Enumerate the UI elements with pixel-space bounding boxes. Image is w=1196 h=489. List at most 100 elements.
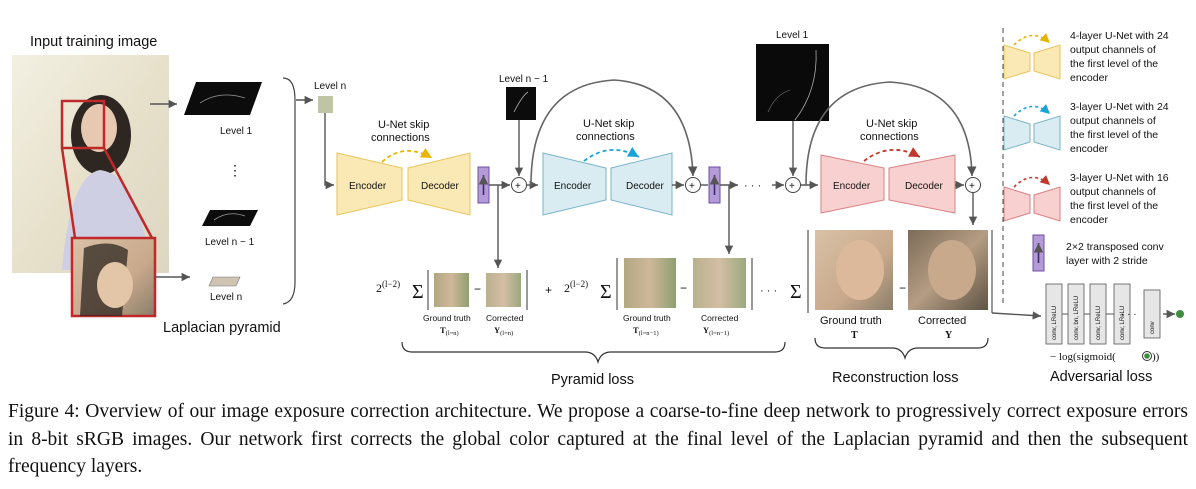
legend-text-line: output channels of bbox=[1070, 44, 1156, 56]
stage1-skip-label-1: U-Net skip bbox=[378, 119, 429, 131]
input-photo-face bbox=[81, 104, 117, 152]
pyramid-Y1: Y(l=n) bbox=[494, 325, 513, 337]
pyramid-level-n-1-image bbox=[202, 210, 258, 226]
legend-decoder-shape bbox=[1033, 186, 1061, 222]
discriminator: conv, LReLU conv, bn, LReLU conv, LReLU con… bbox=[1045, 283, 1161, 345]
legend-skip-arrow bbox=[1013, 104, 1051, 117]
legend-skip-arrow bbox=[1013, 175, 1051, 188]
recon-loss-label: Reconstruction loss bbox=[832, 370, 959, 386]
legend-text-line: the first level of the bbox=[1070, 200, 1158, 212]
stage2-decoder-label: Decoder bbox=[626, 181, 664, 192]
disc-block-label: conv, LReLU bbox=[1120, 306, 1126, 340]
recon-sum: Σ bbox=[790, 281, 802, 303]
plus-node-1-label: + bbox=[515, 181, 521, 192]
pyramid-level-n-1-label: Level n − 1 bbox=[205, 237, 255, 248]
legend-decoder-shape bbox=[1033, 44, 1061, 80]
disc-block-3: conv, LReLU bbox=[1089, 283, 1114, 345]
adv-formula: − log(sigmoid( bbox=[1050, 351, 1116, 363]
pyramid-dots: ⋮ bbox=[228, 162, 242, 178]
pyramid-level1-image bbox=[184, 82, 262, 115]
disc-block-label: conv bbox=[1150, 321, 1156, 334]
disc-block-rect bbox=[1143, 289, 1161, 339]
legend-item-2: 3-layer U-Net with 24 output channels of t… bbox=[1003, 101, 1169, 155]
pyramid-dots: · · · bbox=[760, 285, 777, 297]
stage3-decoder bbox=[888, 154, 956, 214]
stage1-encoder bbox=[336, 152, 403, 216]
legend-encoder-shape bbox=[1003, 44, 1031, 80]
stage1-encoder-label: Encoder bbox=[349, 181, 387, 192]
plus-node-4 bbox=[965, 177, 981, 193]
stage2-input-edges bbox=[513, 91, 529, 113]
disc-input-arrow bbox=[991, 311, 1042, 320]
stage3-decoder-label: Decoder bbox=[905, 181, 943, 192]
legend-text-line: the first level of the bbox=[1070, 129, 1158, 141]
pyramid-Y2: Y(l=n−1) bbox=[703, 325, 729, 337]
stage2-encoder-label: Encoder bbox=[554, 181, 592, 192]
chain-dots: · · · bbox=[744, 180, 761, 192]
stage3-input-edges-2 bbox=[767, 89, 791, 113]
input-title: Input training image bbox=[30, 34, 157, 50]
stage1-input-image bbox=[318, 96, 333, 113]
recon-Y: Y bbox=[945, 330, 953, 341]
pyramid-label: Laplacian pyramid bbox=[163, 320, 281, 336]
legend-decoder-shape bbox=[1033, 115, 1061, 151]
crop-box bbox=[60, 99, 106, 150]
disc-block-label: conv, LReLU bbox=[1096, 306, 1102, 340]
plus-node-2-label: + bbox=[689, 181, 695, 192]
recon-corr-face bbox=[928, 240, 976, 300]
stage3-encoder-label: Encoder bbox=[833, 181, 871, 192]
legend-encoder-shape bbox=[1003, 115, 1031, 151]
stage2-residual-arc bbox=[530, 79, 698, 186]
stage2-input-label: Level n − 1 bbox=[499, 74, 549, 85]
stage2-input-image bbox=[506, 87, 536, 120]
pyramid-level1-edges bbox=[199, 94, 246, 104]
pyramid-plus: + bbox=[545, 283, 552, 297]
adv-loss-label: Adversarial loss bbox=[1050, 369, 1152, 385]
pyramid-bracket bbox=[282, 77, 296, 305]
pyramid-minus-1: − bbox=[474, 282, 481, 296]
pyramid-corr-2-image bbox=[693, 258, 746, 308]
legend-text-line: 3-layer U-Net with 16 bbox=[1070, 172, 1169, 184]
stage3-input-edges bbox=[794, 49, 817, 121]
plus-node-1 bbox=[511, 177, 527, 193]
stage2-skip-label-2: connections bbox=[576, 131, 635, 143]
pyramid-loss-label: Pyramid loss bbox=[551, 372, 634, 388]
pyramid-gt-2-label: Ground truth bbox=[623, 313, 671, 323]
figure-caption: Figure 4: Overview of our image exposure… bbox=[8, 401, 1188, 477]
crop-zoom-face bbox=[97, 262, 133, 308]
disc-block-4: conv, LReLU bbox=[1113, 283, 1131, 345]
plus-node-3 bbox=[785, 177, 801, 193]
disc-block-label: conv, bn, LReLU bbox=[1074, 296, 1080, 340]
pyramid-level-n-1-edges bbox=[213, 213, 246, 221]
pyramid-gt-2-image bbox=[624, 258, 676, 308]
pyramid-level-n-label: Level n bbox=[210, 292, 242, 303]
stage3-skip-label-1: U-Net skip bbox=[866, 118, 917, 130]
recon-minus: − bbox=[899, 281, 906, 295]
legend-encoder-shape bbox=[1003, 186, 1031, 222]
recon-corr-label: Corrected bbox=[918, 315, 966, 327]
stage1-input-label: Level n bbox=[314, 81, 346, 92]
disc-block-1: conv, LReLU bbox=[1045, 283, 1068, 345]
disc-block-label: conv, LReLU bbox=[1052, 306, 1058, 340]
pyramid-level1-label: Level 1 bbox=[220, 126, 253, 137]
stage2-encoder bbox=[542, 152, 607, 216]
legend-text-line: the first level of the bbox=[1070, 58, 1158, 70]
adv-formula-dot bbox=[1144, 353, 1150, 359]
legend-text-line: encoder bbox=[1070, 214, 1108, 226]
legend-text-line: 3-layer U-Net with 24 bbox=[1070, 101, 1169, 113]
plus-node-4-label: + bbox=[969, 181, 975, 192]
pyramid-gt-1-image bbox=[434, 273, 469, 307]
pyramid-corr-1-label: Corrected bbox=[486, 313, 524, 323]
legend-text-line: output channels of bbox=[1070, 115, 1156, 127]
crop-line-left bbox=[60, 147, 77, 239]
stage3-skip-arrow bbox=[863, 147, 921, 162]
disc-output-dot bbox=[1176, 310, 1184, 318]
pyramid-sum-1: Σ bbox=[412, 281, 424, 303]
disc-block-5: conv bbox=[1143, 289, 1161, 339]
legend-upsample-line2: layer with 2 stride bbox=[1066, 255, 1148, 267]
stage1-input-arrow bbox=[324, 113, 334, 190]
